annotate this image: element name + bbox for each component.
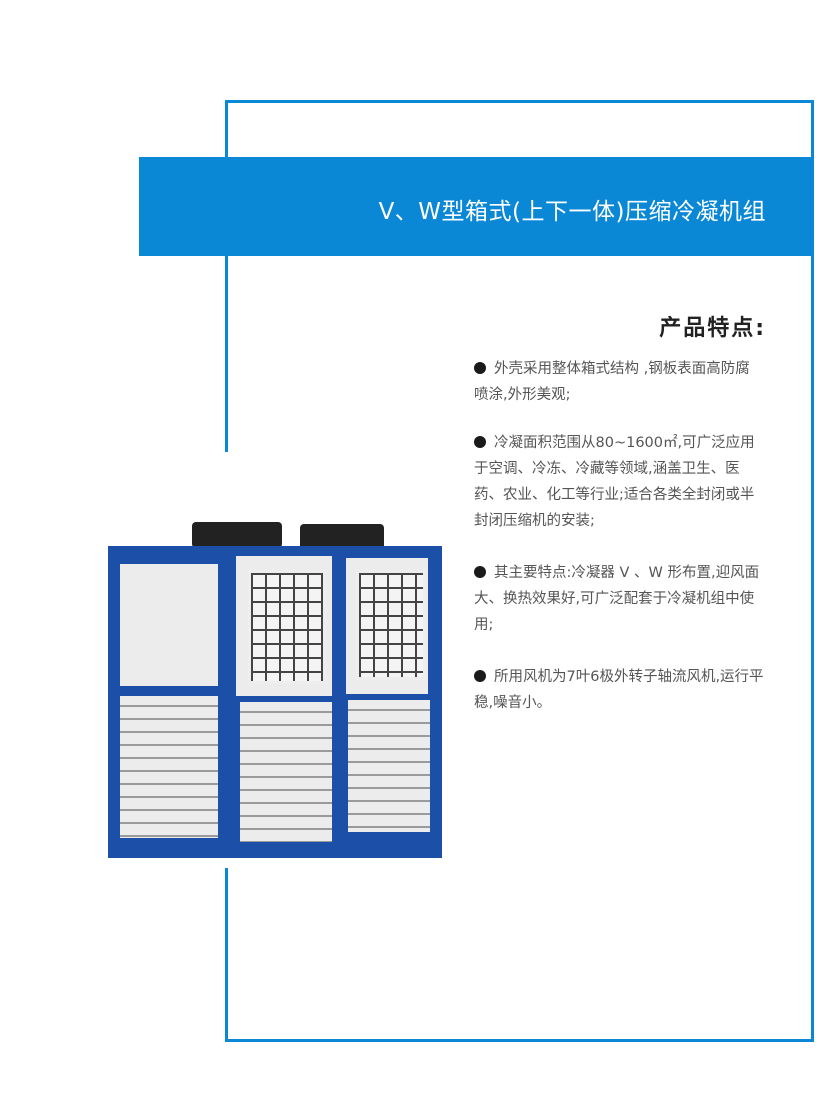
- feature-item: 冷凝面积范围从80~1600㎡,可广泛应用于空调、冷冻、冷藏等领域,涵盖卫生、医…: [474, 435, 755, 529]
- bullet-icon: [474, 566, 486, 578]
- lower-right-panel: [348, 700, 430, 832]
- feature-item: 其主要特点:冷凝器 V 、W 形布置,迎风面大、换热效果好,可广泛配套于冷凝机组…: [474, 565, 760, 633]
- fan-top-left: [192, 522, 282, 548]
- page-title: V、W型箱式(上下一体)压缩冷凝机组: [378, 199, 766, 225]
- feature-item: 外壳采用整体箱式结构 ,钢板表面高防腐喷涂,外形美观;: [474, 361, 750, 403]
- fan-top-right: [300, 524, 384, 550]
- lower-left-panel: [120, 696, 218, 838]
- frame-top-line: [225, 100, 814, 103]
- bullet-icon: [474, 362, 486, 374]
- bullet-icon: [474, 670, 486, 682]
- upper-left-panel: [120, 564, 218, 686]
- frame-right-line: [811, 100, 814, 1042]
- features-list: 外壳采用整体箱式结构 ,钢板表面高防腐喷涂,外形美观; 冷凝面积范围从80~16…: [474, 356, 764, 738]
- feature-item: 所用风机为7叶6极外转子轴流风机,运行平稳,噪音小。: [474, 669, 764, 711]
- bullet-icon: [474, 436, 486, 448]
- condenser-grille-left: [248, 570, 326, 684]
- title-banner: [139, 157, 812, 256]
- frame-bottom-line: [225, 1039, 814, 1042]
- lower-mid-panel: [240, 702, 332, 842]
- product-image-condensing-unit: [104, 518, 444, 858]
- features-heading: 产品特点:: [659, 316, 766, 341]
- frame-left-line-lower: [225, 868, 228, 1042]
- frame-left-line-upper: [225, 100, 228, 452]
- condenser-grille-right: [356, 570, 426, 680]
